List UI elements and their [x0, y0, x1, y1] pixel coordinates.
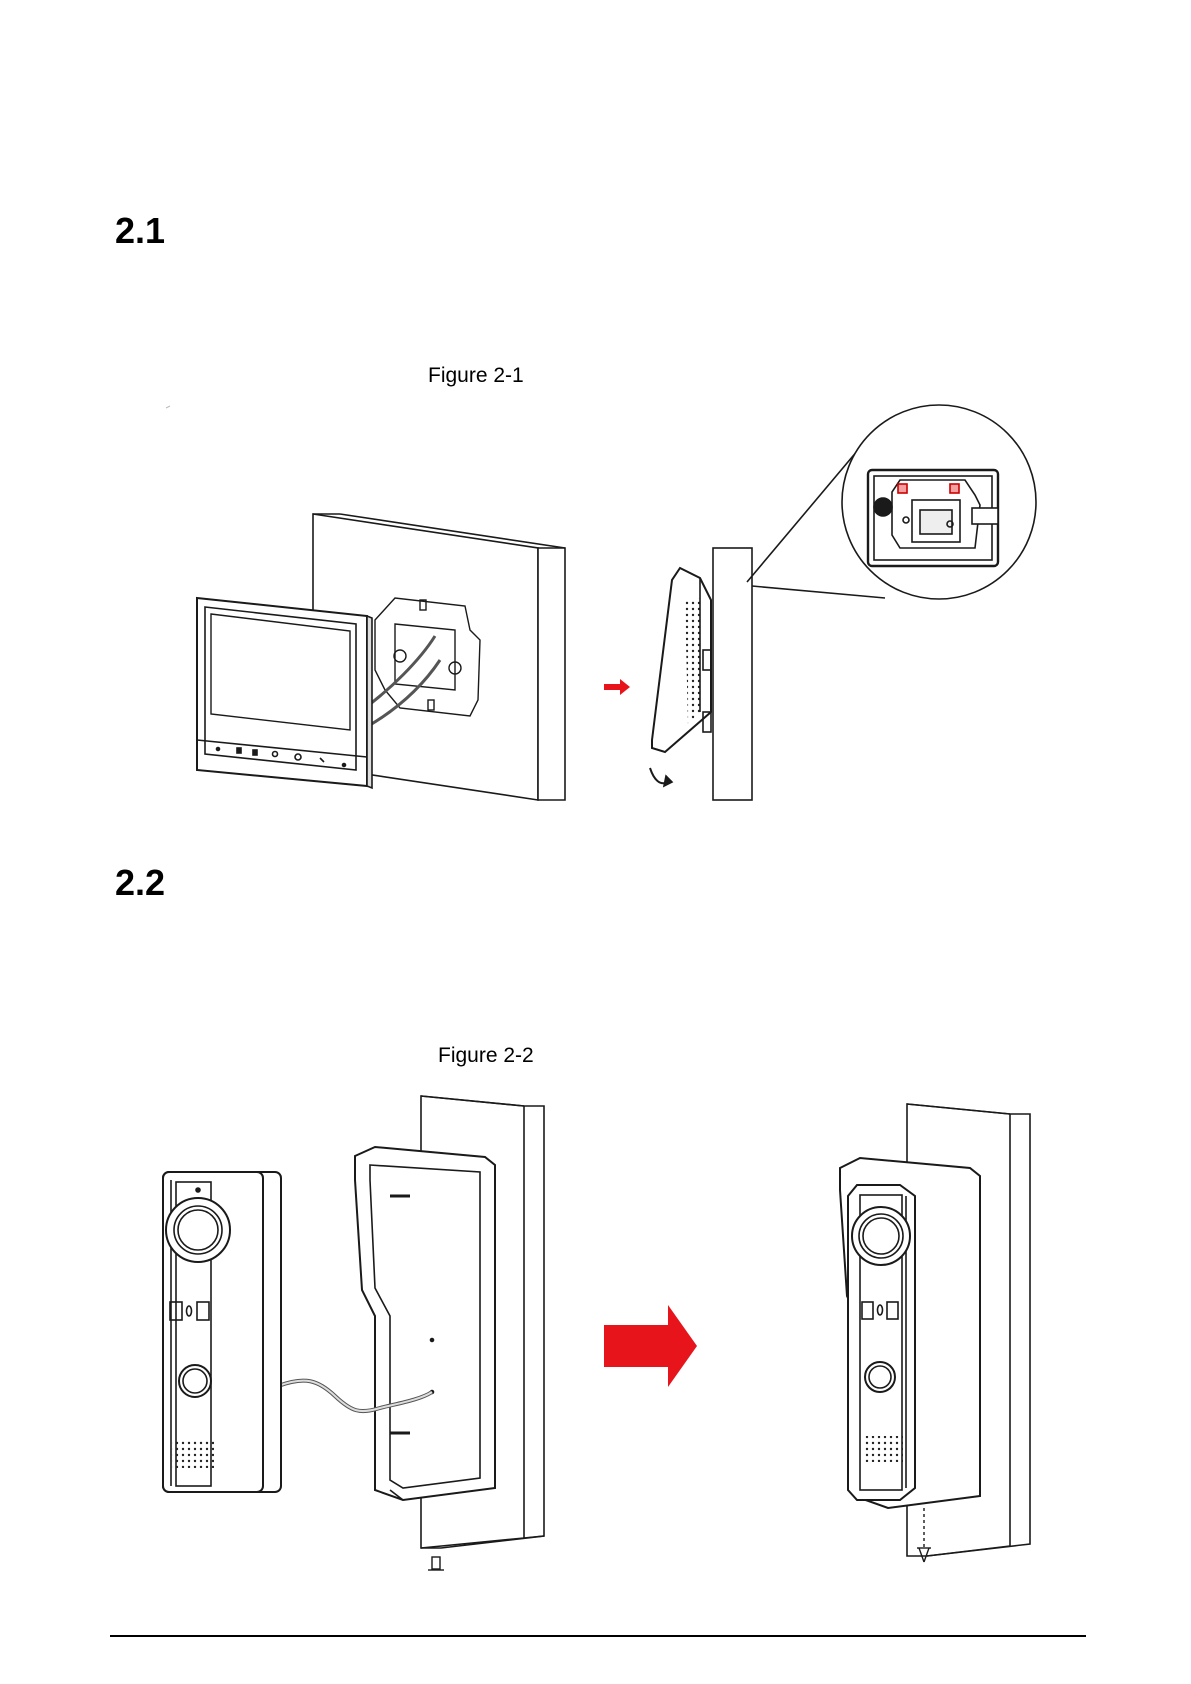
- detail-callout: [747, 405, 1036, 599]
- screw-icon: [428, 1557, 444, 1570]
- figure-2-2-illustration: [163, 1096, 1030, 1570]
- door-station: [163, 1172, 281, 1492]
- footer-rule: [110, 1635, 1086, 1637]
- arrow-right-icon: [604, 679, 630, 695]
- arrow-right-icon: [604, 1305, 697, 1387]
- figure-2-1-illustration: [197, 405, 1036, 800]
- rain-cover: [355, 1147, 495, 1500]
- indoor-monitor: [197, 598, 372, 788]
- monitor-side-view: [650, 568, 711, 786]
- wall-side-view: [713, 548, 752, 800]
- door-station-assembled: [848, 1185, 915, 1500]
